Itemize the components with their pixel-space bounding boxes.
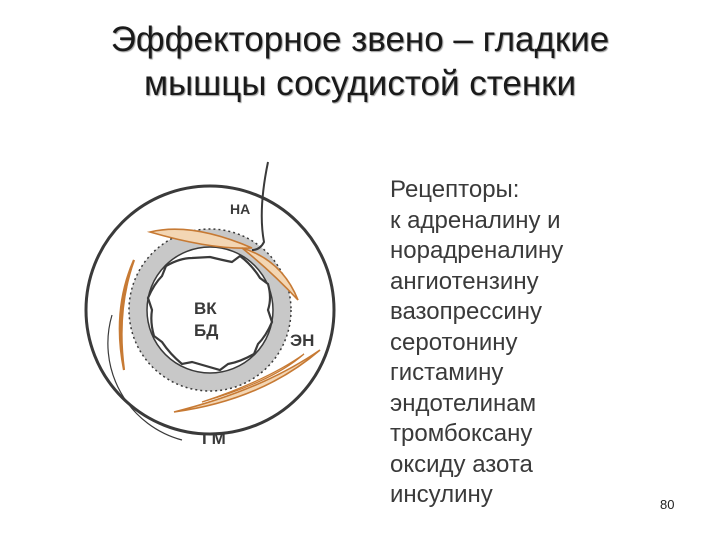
label-vk: ВК <box>194 299 217 318</box>
smooth-muscle-cell-left <box>118 259 136 371</box>
receptor-item: гистамину <box>390 359 504 386</box>
media-ring-inner <box>146 246 274 374</box>
receptor-item: оксиду азота <box>390 450 533 478</box>
media-ring-outer <box>128 228 292 392</box>
nerve-fiber <box>251 161 269 251</box>
receptor-item: к адреналину и <box>390 206 561 234</box>
smooth-muscle-cell-lower-right-2 <box>201 353 305 403</box>
title-line-2: мышцы сосудистой стенки <box>143 64 577 103</box>
label-gm: ГМ <box>202 429 226 448</box>
smooth-muscle-cell-lower-right <box>173 349 321 413</box>
smooth-muscle-cell-top <box>146 228 253 249</box>
receptor-list: Рецепторы: к адреналину и норадреналину … <box>390 175 710 511</box>
receptor-item: эндотелинам <box>390 389 537 417</box>
label-en: ЭН <box>290 331 314 350</box>
receptor-item: норадреналину <box>390 237 564 264</box>
receptor-item: серотонину <box>390 328 518 356</box>
title-line-1: Эффекторное звено – гладкие <box>110 20 610 59</box>
label-na: НА <box>230 201 250 217</box>
vessel-wall-diagram: НА ВК БД ЭН ГМ <box>84 161 336 448</box>
receptor-item: вазопрессину <box>390 298 542 325</box>
page-number: 80 <box>660 497 675 512</box>
receptor-item: инсулину <box>390 481 493 508</box>
receptor-item: ангиотензину <box>390 267 539 295</box>
smooth-muscle-cell-upper-right <box>241 247 299 301</box>
receptor-item: тромбоксану <box>390 420 533 447</box>
slide-title: Эффекторное звено – гладкие мышцы сосуди… <box>0 18 720 106</box>
outer-wall-circle <box>84 184 336 436</box>
label-vd: БД <box>194 321 218 340</box>
lumen-border <box>146 254 274 372</box>
receptor-heading: Рецепторы: <box>390 176 520 203</box>
outer-arc <box>107 314 183 441</box>
